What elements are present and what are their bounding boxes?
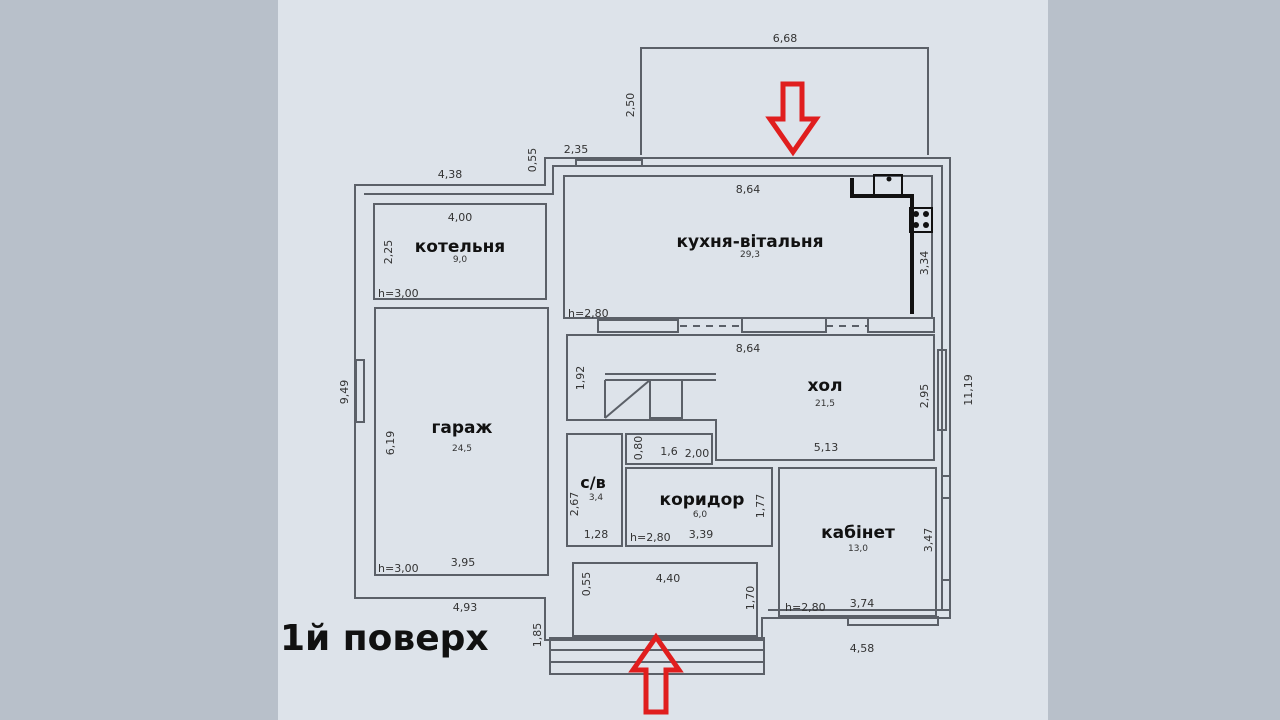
window — [937, 349, 947, 431]
dimension-label: 1,92 — [574, 366, 587, 391]
dimension-label: 2,00 — [685, 447, 710, 460]
dimension-label: 4,58 — [850, 642, 875, 655]
room-label: с/в — [580, 473, 605, 492]
dimension-label: 1,28 — [584, 528, 609, 541]
stove-burner — [923, 222, 929, 228]
outer-wall — [354, 157, 951, 641]
dimension-label: 2,95 — [918, 384, 931, 409]
terrace-outline — [640, 47, 929, 155]
room-closet — [625, 433, 713, 465]
kitchen-sink-dot — [886, 176, 892, 182]
kitchen-stove — [909, 207, 933, 233]
dimension-label: 3,95 — [451, 556, 476, 569]
dimension-label: h=2,80 — [785, 601, 826, 614]
dimension-label: 3,34 — [918, 251, 931, 276]
stove-burner — [923, 211, 929, 217]
dimension-label: 3,74 — [850, 597, 875, 610]
room-label: гараж — [432, 418, 493, 438]
entry-arrow-top — [765, 81, 821, 157]
dimension-label: 3,47 — [922, 528, 935, 553]
dimension-label: h=2,80 — [630, 531, 671, 544]
dimension-label: 2,25 — [382, 240, 395, 265]
window — [941, 579, 951, 611]
dimension-label: 1,70 — [744, 586, 757, 611]
dimension-label: h=3,00 — [378, 287, 419, 300]
window — [941, 475, 951, 499]
dimension-label: 5,13 — [814, 441, 839, 454]
porch-step — [549, 661, 765, 675]
window — [847, 616, 939, 626]
room-area: 21,5 — [815, 399, 835, 409]
kitchen-sink — [873, 174, 903, 196]
room-label: хол — [807, 376, 842, 396]
entry-arrow-bottom — [628, 632, 684, 715]
dimension-label: 6,68 — [773, 32, 798, 45]
stove-burner — [913, 222, 919, 228]
room-area: 24,5 — [452, 444, 472, 454]
room-wc — [566, 433, 623, 547]
room-label: кабінет — [821, 523, 895, 543]
dimension-label: h=2,80 — [568, 307, 609, 320]
dimension-label: 2,67 — [568, 492, 581, 517]
room-garage — [374, 307, 549, 576]
dimension-label: 4,00 — [448, 211, 473, 224]
dimension-label: h=3,00 — [378, 562, 419, 575]
room-vestibule — [572, 562, 758, 637]
dimension-label: 1,6 — [660, 445, 678, 458]
room-label: кухня-вітальня — [676, 232, 823, 252]
dimension-label: 4,38 — [438, 168, 463, 181]
dimension-label: 2,35 — [564, 143, 589, 156]
room-area: 6,0 — [693, 510, 708, 520]
window — [355, 359, 365, 423]
outer-wall-inner — [364, 165, 943, 611]
room-area: 3,4 — [589, 493, 604, 503]
dimension-label: 8,64 — [736, 342, 761, 355]
stove-burner — [913, 211, 919, 217]
dimension-label: 8,64 — [736, 183, 761, 196]
room-label: коридор — [660, 490, 745, 510]
window — [575, 159, 643, 167]
dimension-label: 3,39 — [689, 528, 714, 541]
room-area: 13,0 — [848, 544, 868, 554]
partition — [597, 319, 679, 333]
dimension-label: 11,19 — [962, 374, 975, 406]
stairs — [604, 373, 716, 419]
dimension-label: 4,93 — [453, 601, 478, 614]
dimension-label: 6,19 — [384, 431, 397, 456]
dimension-label: 0,55 — [580, 572, 593, 597]
paper-sheet — [278, 0, 1048, 720]
room-boiler — [373, 203, 547, 300]
room-label: котельня — [415, 237, 505, 257]
dimension-label: 1,85 — [531, 623, 544, 648]
room-area: 29,3 — [740, 250, 760, 260]
dimension-label: 9,49 — [338, 380, 351, 405]
room-hall — [566, 334, 935, 461]
dimension-label: 1,77 — [754, 494, 767, 519]
room-area: 9,0 — [453, 255, 468, 265]
floor-title: 1й поверх — [280, 618, 489, 659]
dimension-label: 2,50 — [624, 93, 637, 118]
dimension-label: 0,80 — [632, 436, 645, 461]
dimension-label: 4,40 — [656, 572, 681, 585]
room-corridor — [625, 467, 773, 547]
dimension-label: 0,55 — [526, 148, 539, 173]
